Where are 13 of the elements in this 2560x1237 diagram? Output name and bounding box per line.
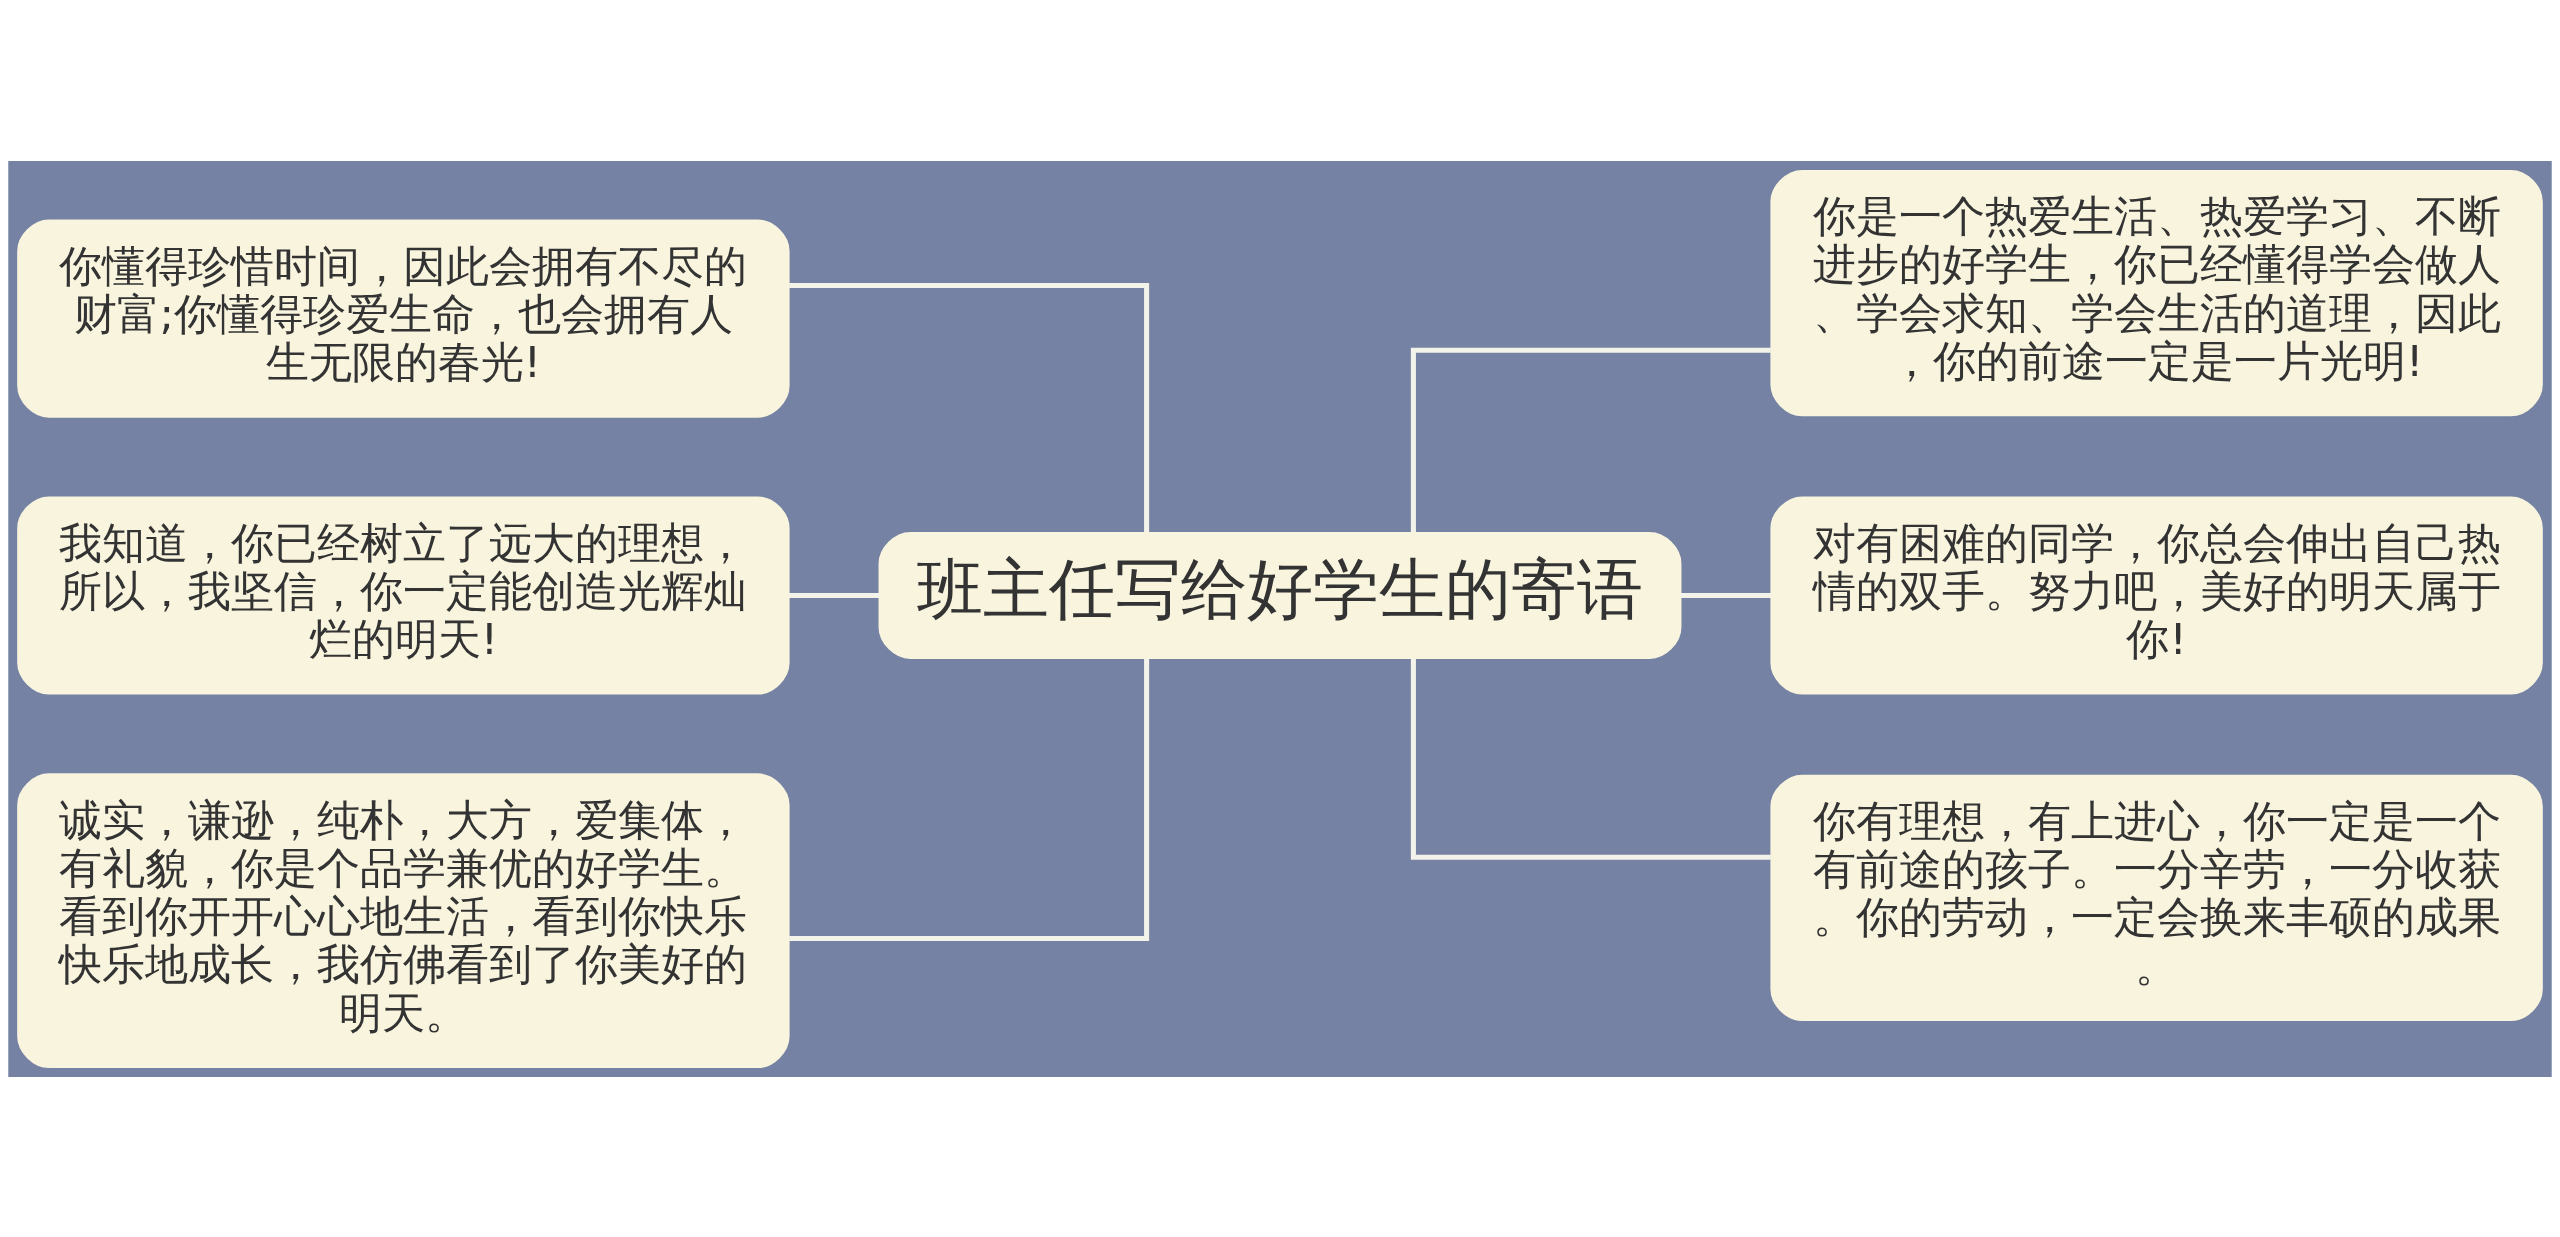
connector [1680,592,1772,598]
node-box: 班主任写给好学生的寄语 [878,531,1682,659]
node-box: 你懂得珍惜时间，因此会拥有不尽的财富;你懂得珍爱生命，也会拥有人生无限的春光! [17,218,790,418]
connector [788,592,880,598]
node-box: 对有困难的同学，你总会伸出自己热情的双手。努力吧，美好的明天属于你! [1770,495,2543,695]
node-box: 你是一个热爱生活、热爱学习、不断进步的好学生，你已经懂得学会做人、学会求知、学会生活的道理，因此，你的前途一定是一片光明! [1770,169,2543,416]
connector [789,282,1150,533]
connector [1410,347,1771,533]
node-box: 我知道，你已经树立了远大的理想，所以，我坚信，你一定能创造光辉灿烂的明天! [17,495,790,695]
node-box: 诚实，谦逊，纯朴，大方，爱集体，有礼貌，你是个品学兼优的好学生。看到你开开心心地生活，看到你快乐快乐地成长，我仿佛看到了你美好的明天。 [17,772,790,1068]
node-box: 你有理想，有上进心，你一定是一个有前途的孩子。一分辛劳，一分收获。你的劳动，一定会换来丰硕的成果。 [1770,774,2543,1021]
connector [1410,657,1771,860]
connector [789,657,1150,941]
